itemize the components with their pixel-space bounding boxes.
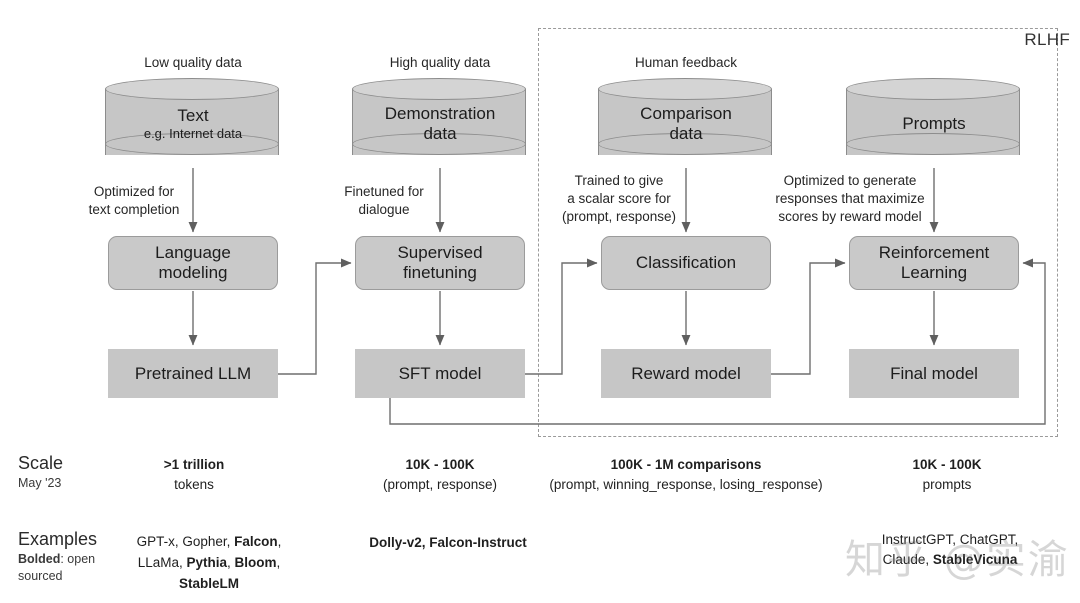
arrow-pretrained-llm-to-supervised-finetuning — [278, 258, 352, 375]
row-label-examples: Examples Bolded: open sourced — [18, 528, 97, 584]
examples-cell-1: Dolly-v2, Falcon-Instruct — [348, 533, 548, 553]
datastore-subtitle: data — [423, 124, 457, 143]
cylinder-top — [352, 78, 526, 100]
scale-unit: prompts — [922, 476, 972, 492]
scale-value: 10K - 100K — [912, 457, 982, 472]
column-caption-1: High quality data — [389, 55, 491, 70]
datastore-prompts[interactable]: Prompts — [846, 78, 1022, 166]
examples-text: Dolly-v2, Falcon-Instruct — [369, 535, 527, 550]
process-classification[interactable]: Classification — [601, 236, 771, 290]
edge-label-optimized-for-text-completion: Optimized for text completion — [88, 184, 180, 218]
cylinder-bottom — [598, 133, 772, 155]
arrow-sft-model-to-reinforcement-learning-feedback — [389, 258, 1046, 425]
scale-unit: (prompt, response) — [382, 476, 498, 492]
scale-value: 100K - 1M comparisons — [610, 457, 762, 472]
datastore-subtitle: data — [669, 124, 703, 143]
datastore-title: Comparison — [640, 103, 732, 123]
model-reward-model[interactable]: Reward model — [601, 349, 771, 398]
cylinder-top — [105, 78, 279, 100]
rlhf-group-label: RLHF — [1024, 30, 1070, 49]
datastore-comparison-data[interactable]: Comparison data — [598, 78, 774, 166]
datastore-title: Prompts — [902, 113, 966, 133]
cylinder-top — [846, 78, 1020, 100]
arrow-sft-model-to-classification — [525, 258, 598, 375]
datastore-text[interactable]: Text e.g. Internet data — [105, 78, 281, 166]
datastore-subtitle: e.g. Internet data — [143, 126, 243, 142]
row-label-examples-sub-bold: Bolded — [18, 552, 61, 567]
row-label-scale-sub: May '23 — [18, 476, 62, 491]
scale-cell-0: >1 trillion tokens — [118, 455, 270, 494]
process-supervised-finetuning[interactable]: Supervised finetuning — [355, 236, 525, 290]
scale-cell-3: 10K - 100K prompts — [866, 455, 1028, 494]
scale-cell-2: 100K - 1M comparisons (prompt, winning_r… — [528, 455, 844, 494]
cylinder-bottom — [846, 133, 1020, 155]
scale-unit: (prompt, winning_response, losing_respon… — [549, 476, 823, 492]
column-caption-0: Low quality data — [144, 55, 242, 70]
scale-value: >1 trillion — [163, 457, 225, 472]
datastore-title: Demonstration — [384, 103, 496, 123]
datastore-demonstration-data[interactable]: Demonstration data — [352, 78, 528, 166]
cylinder-bottom — [352, 133, 526, 155]
examples-cell-3: InstructGPT, ChatGPT, Claude, StableVicu… — [881, 532, 1019, 568]
row-label-scale: Scale May '23 — [18, 452, 63, 492]
arrow-reward-model-to-reinforcement-learning — [771, 258, 846, 375]
model-final-model[interactable]: Final model — [849, 349, 1019, 398]
scale-unit: tokens — [174, 476, 214, 492]
process-reinforcement-learning[interactable]: Reinforcement Learning — [849, 236, 1019, 290]
model-pretrained-llm[interactable]: Pretrained LLM — [108, 349, 278, 398]
examples-cell-0: GPT-x, Gopher, Falcon, LLaMa, Pythia, Bl… — [136, 534, 282, 591]
datastore-title: Text — [177, 106, 209, 126]
row-label-examples-head: Examples — [18, 529, 98, 549]
edge-label-trained-to-give-scalar-score: Trained to give a scalar score for (prom… — [561, 173, 677, 225]
row-label-scale-head: Scale — [18, 453, 64, 473]
column-caption-2: Human feedback — [634, 55, 738, 70]
cylinder-bottom — [105, 133, 279, 155]
scale-cell-1: 10K - 100K (prompt, response) — [330, 455, 550, 494]
process-language-modeling[interactable]: Language modeling — [108, 236, 278, 290]
row-label-examples-sub-line2: sourced — [18, 568, 63, 583]
edge-label-finetuned-for-dialogue: Finetuned for dialogue — [344, 184, 424, 218]
cylinder-top — [598, 78, 772, 100]
scale-value: 10K - 100K — [405, 457, 475, 472]
row-label-examples-sub-rest: : open — [60, 552, 96, 567]
rlhf-group-box — [538, 28, 1058, 437]
model-sft-model[interactable]: SFT model — [355, 349, 525, 398]
row-label-examples-sub: Bolded: open sourced — [18, 551, 97, 584]
edge-label-optimized-to-generate-responses: Optimized to generate responses that max… — [775, 173, 925, 225]
